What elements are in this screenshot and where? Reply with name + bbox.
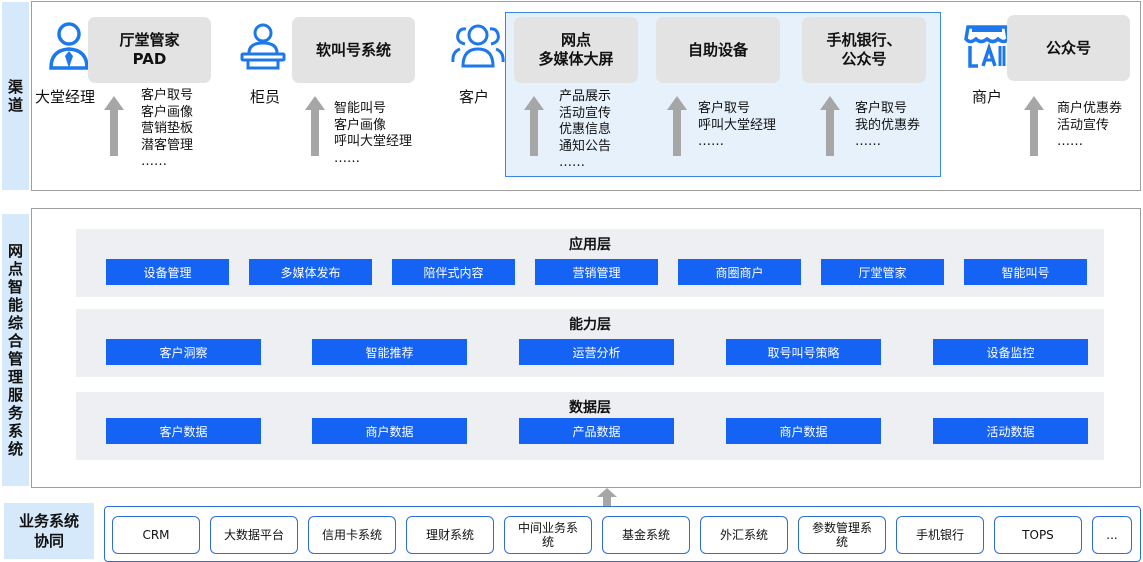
chip-business-district: 商圈商户 [678, 259, 801, 285]
business-systems-label: 业务系统 协同 [4, 503, 94, 559]
chip-queue-strategy: 取号叫号策略 [726, 339, 881, 365]
system-crm: CRM [112, 516, 200, 554]
vertical-label-char: 能 [7, 296, 23, 314]
vertical-label-char: 系 [7, 422, 23, 440]
system-wealth: 理财系统 [406, 516, 494, 554]
application-layer-title: 应用层 [569, 237, 611, 253]
multimedia-items: 产品展示 活动宣传 优惠信息 通知公告 …… [559, 89, 612, 170]
vertical-label-char: 综 [7, 314, 23, 332]
vertical-label-char: 理 [7, 368, 23, 386]
system-credit-card: 信用卡系统 [308, 516, 396, 554]
self-service-items: 客户取号 呼叫大堂经理 …… [698, 101, 777, 149]
capability-layer-title: 能力层 [569, 317, 611, 333]
up-arrow-icon [820, 96, 840, 156]
system-fund: 基金系统 [602, 516, 690, 554]
data-layer-title: 数据层 [569, 400, 611, 416]
storefront-icon [964, 25, 1010, 68]
lobby-pad-box: 厅堂管家 PAD [88, 17, 211, 83]
vertical-label-char: 服 [7, 386, 23, 404]
system-forex: 外汇系统 [700, 516, 788, 554]
chip-marketing-management: 营销管理 [535, 259, 658, 285]
chip-multimedia-publish: 多媒体发布 [249, 259, 372, 285]
customer-group-icon [451, 24, 505, 68]
up-arrow-icon [524, 96, 544, 156]
chip-companion-content: 陪伴式内容 [392, 259, 515, 285]
chip-product-data: 产品数据 [519, 418, 674, 444]
vertical-label-char: 道 [7, 96, 23, 114]
vertical-label-char: 统 [7, 440, 23, 458]
vertical-label-char: 网 [7, 242, 23, 260]
chip-activity-data: 活动数据 [933, 418, 1088, 444]
up-arrow-icon [597, 488, 617, 506]
chip-lobby-steward: 厅堂管家 [821, 259, 944, 285]
chip-merchant-data-2: 商户数据 [726, 418, 881, 444]
up-arrow-icon [104, 96, 124, 156]
chip-operation-analysis: 运营分析 [519, 339, 674, 365]
vertical-label-char: 渠 [7, 78, 23, 96]
up-arrow-icon [1024, 96, 1044, 156]
system-parameter: 参数管理系 统 [798, 516, 886, 554]
vertical-label-char: 管 [7, 350, 23, 368]
chip-device-monitoring: 设备监控 [933, 339, 1088, 365]
teller-items: 智能叫号 客户画像 呼叫大堂经理 …… [334, 101, 413, 166]
lobby-manager-label: 大堂经理 [35, 88, 96, 106]
self-service-box: 自助设备 [656, 17, 780, 83]
teller-desk-icon [240, 23, 286, 70]
teller-label: 柜员 [250, 88, 281, 106]
vertical-label-char: 务 [7, 404, 23, 422]
chip-merchant-data: 商户数据 [312, 418, 467, 444]
chip-customer-data: 客户数据 [106, 418, 261, 444]
system-more: ... [1092, 516, 1132, 554]
customer-label: 客户 [459, 88, 490, 106]
chip-device-management: 设备管理 [106, 259, 229, 285]
mobile-banking-box: 手机银行、 公众号 [802, 17, 926, 83]
system-section-label: 网点智能综合管理服务系统 [2, 214, 29, 486]
chip-smart-queue: 智能叫号 [964, 259, 1087, 285]
vertical-label-char: 智 [7, 278, 23, 296]
official-account-box: 公众号 [1007, 15, 1130, 81]
up-arrow-icon [667, 96, 687, 156]
mobile-banking-items: 客户取号 我的优惠券 …… [855, 101, 921, 149]
multimedia-screen-box: 网点 多媒体大屏 [514, 17, 638, 83]
merchant-label: 商户 [972, 88, 1003, 106]
system-big-data: 大数据平台 [210, 516, 298, 554]
system-intermediary: 中间业务系 统 [504, 516, 592, 554]
chip-customer-insight: 客户洞察 [106, 339, 261, 365]
channel-section-label: 渠道 [2, 2, 29, 190]
chip-smart-recommend: 智能推荐 [312, 339, 467, 365]
manager-person-icon [49, 22, 89, 70]
soft-queue-box: 软叫号系统 [292, 17, 415, 83]
up-arrow-icon [305, 96, 325, 156]
merchant-items: 商户优惠券 活动宣传 …… [1057, 101, 1123, 149]
vertical-label-char: 点 [7, 260, 23, 278]
vertical-label-char: 合 [7, 332, 23, 350]
system-tops: TOPS [994, 516, 1082, 554]
lobby-manager-items: 客户取号 客户画像 营销垫板 潜客管理 …… [141, 88, 194, 169]
system-mobile-banking: 手机银行 [896, 516, 984, 554]
